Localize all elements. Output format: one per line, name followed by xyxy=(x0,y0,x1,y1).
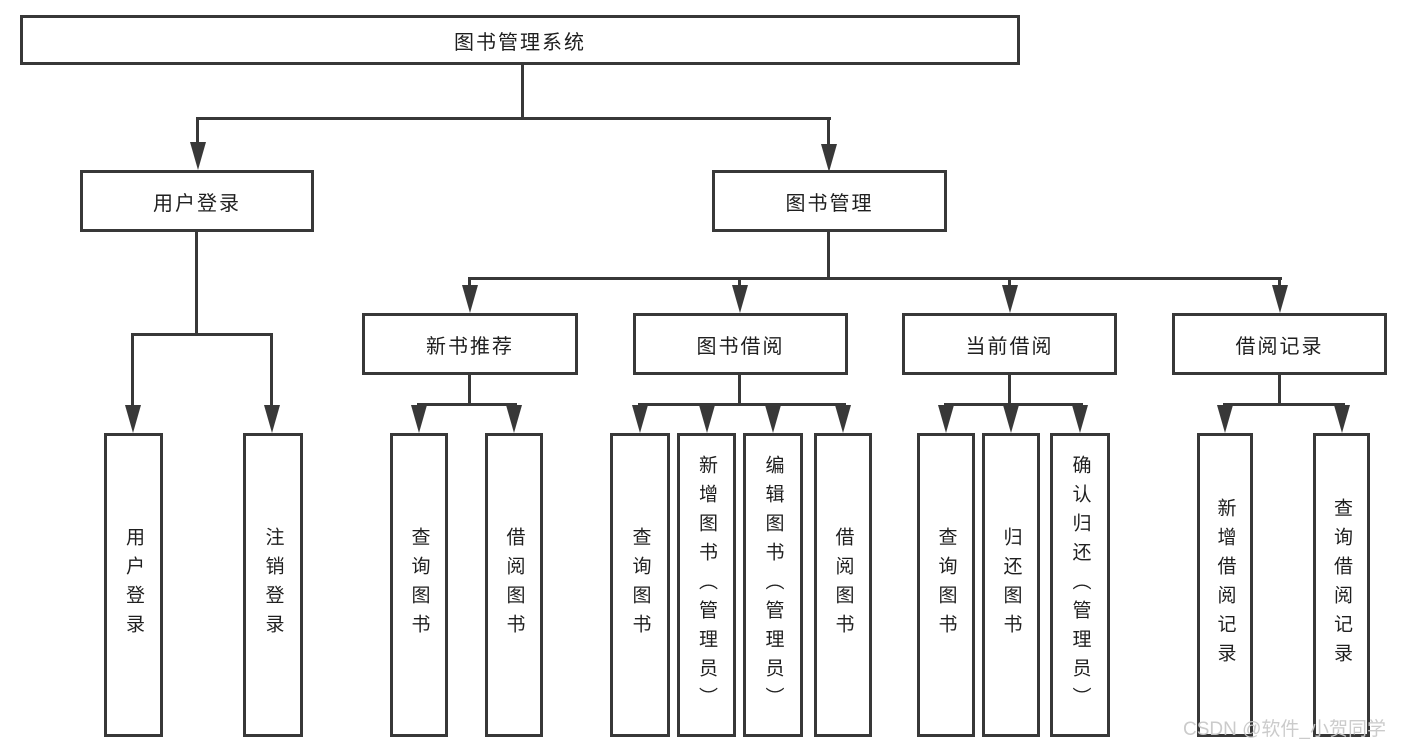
connector-line xyxy=(1223,403,1345,406)
arrow-down-icon xyxy=(1334,405,1350,433)
connector-line xyxy=(196,117,199,145)
node-label: 当前借阅 xyxy=(965,335,1054,358)
leaf-add-borrow-record: 新增借阅记录 xyxy=(1197,433,1253,737)
leaf-edit-book-admin: 编辑图书（管理员） xyxy=(743,433,803,737)
connector-line xyxy=(417,403,517,406)
node-borrow-records: 借阅记录 xyxy=(1172,313,1387,375)
node-label: 用户登录 xyxy=(153,192,241,215)
connector-line xyxy=(944,403,1083,406)
connector-line xyxy=(468,373,471,406)
node-label: 用户登录 xyxy=(123,527,144,643)
arrow-down-icon xyxy=(1072,405,1088,433)
arrow-down-icon xyxy=(125,405,141,433)
node-label: 查询借阅记录 xyxy=(1331,498,1352,672)
arrow-down-icon xyxy=(506,405,522,433)
node-current-borrow: 当前借阅 xyxy=(902,313,1117,375)
node-label: 查询图书 xyxy=(408,527,430,643)
node-label: 注销登录 xyxy=(262,527,284,643)
node-label: 查询图书 xyxy=(935,527,957,643)
connector-line xyxy=(738,277,741,287)
node-user-login: 用户登录 xyxy=(80,170,314,232)
connector-line xyxy=(1008,373,1011,406)
arrow-down-icon xyxy=(462,285,478,313)
node-label: 新书推荐 xyxy=(426,335,514,358)
connector-line xyxy=(638,403,846,406)
connector-line xyxy=(195,230,198,334)
node-label: 新增借阅记录 xyxy=(1214,498,1236,672)
node-label: 查询图书 xyxy=(629,527,651,643)
arrow-down-icon xyxy=(264,405,280,433)
node-label: 图书借阅 xyxy=(696,335,785,358)
arrow-down-icon xyxy=(821,144,837,172)
connector-line xyxy=(131,333,273,336)
node-label: 归还图书 xyxy=(1000,527,1022,643)
connector-line xyxy=(1278,373,1281,406)
node-root: 图书管理系统 xyxy=(20,15,1020,65)
arrow-down-icon xyxy=(1217,405,1233,433)
node-label: 图书管理系统 xyxy=(454,31,586,54)
arrow-down-icon xyxy=(190,142,206,170)
leaf-borrow-books: 借阅图书 xyxy=(814,433,872,737)
arrow-down-icon xyxy=(1002,285,1018,313)
node-label: 确认归还（管理员） xyxy=(1069,454,1091,716)
arrow-down-icon xyxy=(699,405,715,433)
leaf-logout: 注销登录 xyxy=(243,433,303,737)
leaf-user-login: 用户登录 xyxy=(104,433,163,737)
node-label: 借阅记录 xyxy=(1235,335,1324,358)
node-label: 借阅图书 xyxy=(503,527,525,643)
arrow-down-icon xyxy=(1003,405,1019,433)
leaf-query-books: 查询图书 xyxy=(610,433,670,737)
node-label: 借阅图书 xyxy=(832,527,854,643)
arrow-down-icon xyxy=(411,405,427,433)
connector-line xyxy=(521,63,524,119)
node-label: 新增图书（管理员） xyxy=(696,454,717,716)
leaf-borrow-books: 借阅图书 xyxy=(485,433,543,737)
leaf-return-books: 归还图书 xyxy=(982,433,1040,737)
connector-line xyxy=(196,117,831,120)
node-label: 编辑图书（管理员） xyxy=(762,454,784,716)
node-new-book-recommend: 新书推荐 xyxy=(362,313,578,375)
arrow-down-icon xyxy=(765,405,781,433)
leaf-query-borrow-record: 查询借阅记录 xyxy=(1313,433,1370,737)
csdn-watermark: CSDN @软件_小贺同学 xyxy=(1183,719,1386,740)
arrow-down-icon xyxy=(1272,285,1288,313)
connector-line xyxy=(1008,277,1011,287)
connector-line xyxy=(827,117,830,147)
node-label: 图书管理 xyxy=(785,192,874,215)
node-book-borrow: 图书借阅 xyxy=(633,313,848,375)
leaf-confirm-return-admin: 确认归还（管理员） xyxy=(1050,433,1110,737)
connector-line xyxy=(1278,277,1281,287)
connector-line xyxy=(131,333,134,407)
connector-line xyxy=(738,373,741,406)
arrow-down-icon xyxy=(632,405,648,433)
connector-line xyxy=(468,277,471,287)
leaf-query-books: 查询图书 xyxy=(917,433,975,737)
arrow-down-icon xyxy=(835,405,851,433)
arrow-down-icon xyxy=(732,285,748,313)
connector-line xyxy=(827,230,830,278)
leaf-add-book-admin: 新增图书（管理员） xyxy=(677,433,736,737)
node-book-management: 图书管理 xyxy=(712,170,947,232)
leaf-query-books: 查询图书 xyxy=(390,433,448,737)
connector-line xyxy=(270,333,273,407)
arrow-down-icon xyxy=(938,405,954,433)
connector-line xyxy=(468,277,1282,280)
